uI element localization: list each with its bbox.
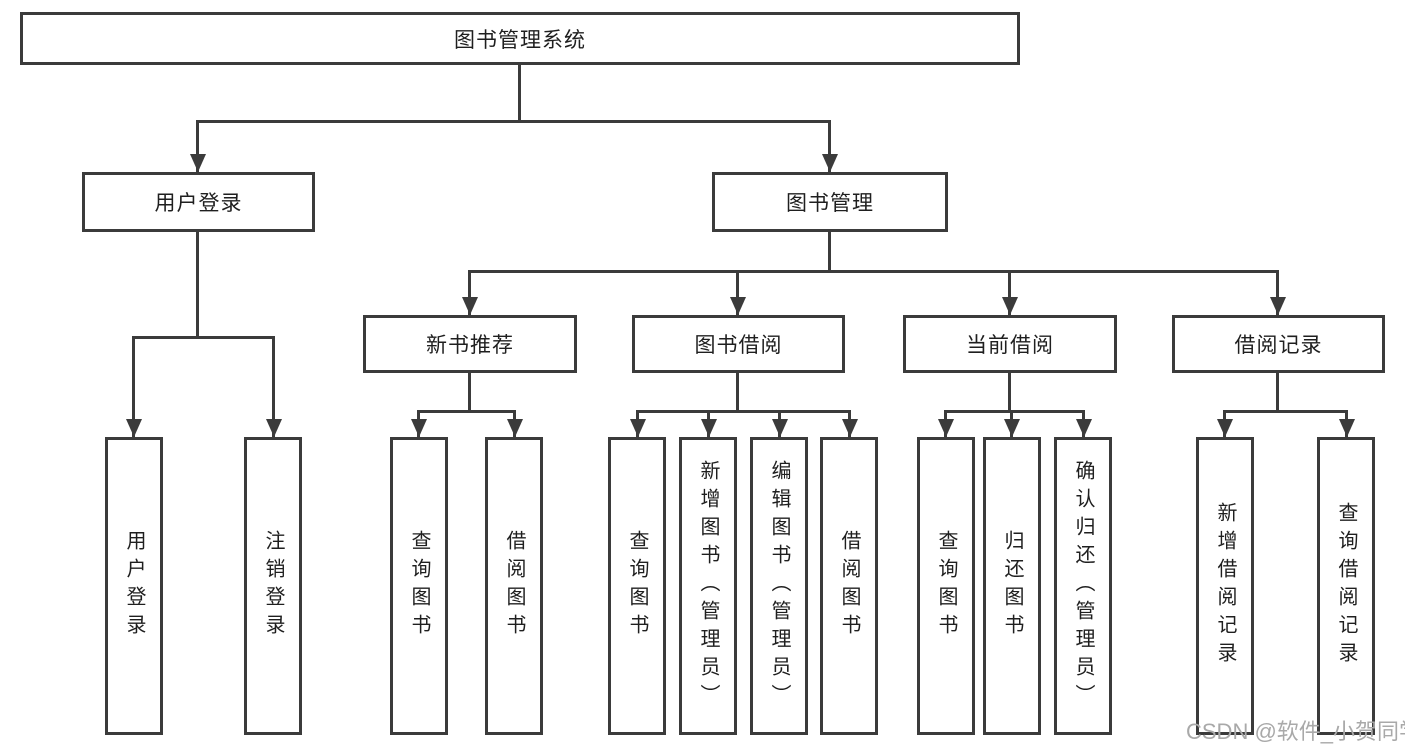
node-leaf-return-books: 归还图书 [983,437,1041,735]
connector-user-login-bus [132,336,275,339]
connector-arrow-leaf [629,410,646,437]
node-label: 编辑图书（管理员） [768,460,790,712]
node-label: 查询图书 [935,530,957,642]
node-book-mgmt: 图书管理 [712,172,948,232]
node-current-borrow: 当前借阅 [903,315,1117,373]
node-label: 用户登录 [123,530,145,642]
connector-arrow-leaf-logout [265,336,282,437]
connector-arrow-leaf [1216,410,1233,437]
connector-arrow-leaf [700,410,717,437]
node-label: 图书管理 [786,192,874,215]
node-user-login: 用户登录 [82,172,315,232]
connector-current-borrow-bus [944,410,1085,413]
connector-user-login-stub [196,232,199,336]
node-leaf-edit-books-admin: 编辑图书（管理员） [750,437,808,735]
node-label: 新增借阅记录 [1214,502,1236,670]
node-leaf-query-books-rec: 查询图书 [390,437,448,735]
connector-new-book-rec-stub [468,373,471,410]
connector-arrow-leaf [410,410,427,437]
node-label: 查询借阅记录 [1335,502,1357,670]
node-label: 借阅图书 [838,530,860,642]
connector-arrow-borrow-records [1269,270,1286,315]
connector-book-mgmt-stub [828,232,831,270]
connector-arrow-leaf-user-login [125,336,142,437]
connector-current-borrow-stub [1008,373,1011,410]
connector-book-borrow-stub [736,373,739,410]
connector-arrow-user-login [189,120,206,172]
connector-arrow-book-borrow [729,270,746,315]
connector-level2-bus [468,270,1279,273]
connector-book-borrow-bus [636,410,851,413]
connector-arrow-leaf [841,410,858,437]
node-label: 查询图书 [626,530,648,642]
node-label: 归还图书 [1001,530,1023,642]
node-leaf-confirm-return-admin: 确认归还（管理员） [1054,437,1112,735]
connector-borrow-records-stub [1276,373,1279,410]
connector-arrow-leaf [1075,410,1092,437]
connector-arrow-leaf [1003,410,1020,437]
connector-root-stub [518,65,521,120]
connector-arrow-new-book-rec [461,270,478,315]
node-new-book-rec: 新书推荐 [363,315,577,373]
node-label: 注销登录 [262,530,284,642]
connector-arrow-current-borrow [1001,270,1018,315]
connector-level1-bus [196,120,831,123]
node-book-borrow: 图书借阅 [632,315,845,373]
connector-borrow-records-bus [1223,410,1348,413]
node-leaf-logout: 注销登录 [244,437,302,735]
node-leaf-query-borrow-record: 查询借阅记录 [1317,437,1375,735]
node-label: 借阅记录 [1234,334,1323,357]
node-label: 新书推荐 [426,334,514,357]
connector-arrow-book-mgmt [821,120,838,172]
node-label: 查询图书 [408,530,430,642]
node-library-management-system: 图书管理系统 [20,12,1020,65]
node-leaf-borrow-books: 借阅图书 [820,437,878,735]
node-leaf-query-books-current: 查询图书 [917,437,975,735]
node-leaf-add-borrow-record: 新增借阅记录 [1196,437,1254,735]
node-label: 当前借阅 [966,334,1054,357]
node-leaf-user-login: 用户登录 [105,437,163,735]
connector-arrow-leaf [506,410,523,437]
node-label: 借阅图书 [503,530,525,642]
node-label: 新增图书（管理员） [697,460,719,712]
watermark-text: CSDN @软件_小贺同学 [1186,719,1405,744]
node-leaf-borrow-books-rec: 借阅图书 [485,437,543,735]
connector-arrow-leaf [771,410,788,437]
node-label: 确认归还（管理员） [1072,460,1094,712]
node-label: 图书借阅 [694,334,783,357]
node-leaf-query-books: 查询图书 [608,437,666,735]
node-borrow-records: 借阅记录 [1172,315,1385,373]
connector-arrow-leaf [1338,410,1355,437]
node-label: 图书管理系统 [454,28,586,52]
connector-new-book-rec-bus [417,410,516,413]
node-leaf-add-books-admin: 新增图书（管理员） [679,437,737,735]
connector-arrow-leaf [937,410,954,437]
node-label: 用户登录 [154,192,243,215]
